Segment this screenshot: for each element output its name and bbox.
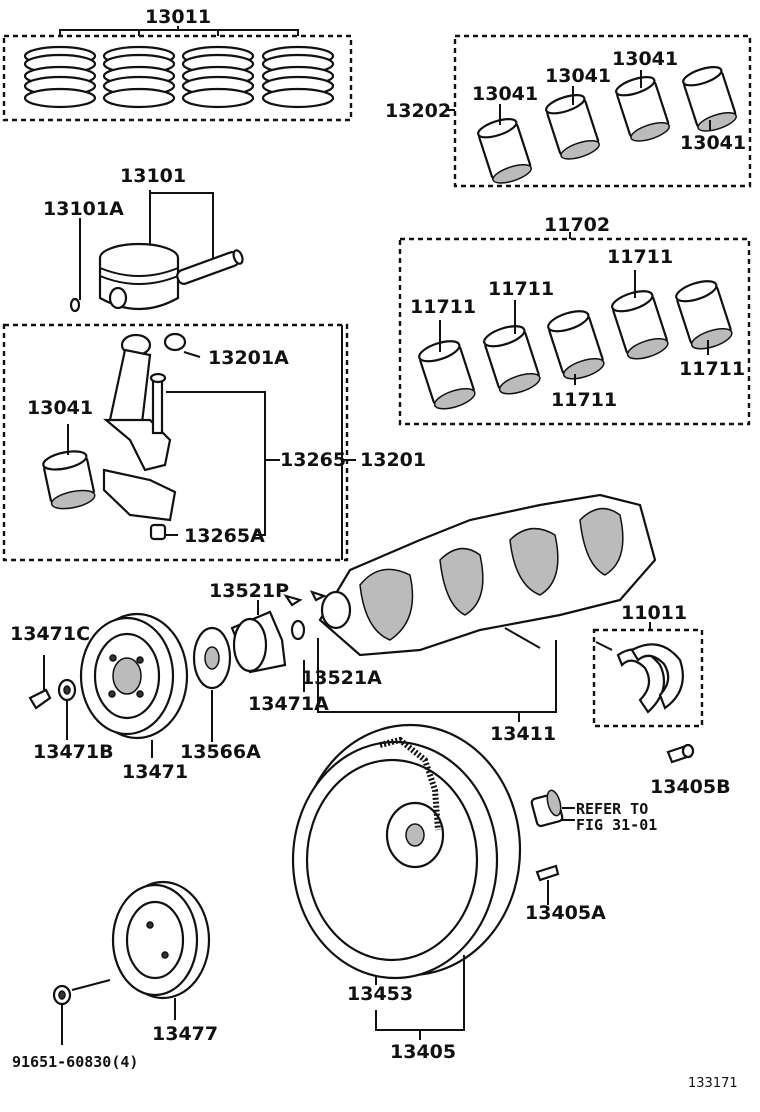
label-13411: 13411 [490, 723, 556, 745]
leaders-flywheel [375, 955, 465, 1040]
label-13201: 13201 [360, 449, 426, 471]
figure-number: 133171 [688, 1076, 738, 1091]
leaders-crankshaft [317, 627, 557, 722]
label-11711-b: 11711 [488, 278, 554, 300]
label-91651: 91651-60830(4) [12, 1053, 138, 1071]
label-13201a: 13201A [208, 347, 289, 369]
thrust-washer-drawing [616, 643, 684, 714]
main-bearing-group-box [398, 237, 751, 426]
leaders-pulley [43, 655, 153, 758]
crankshaft-drawing [283, 493, 657, 657]
piston-drawing [69, 242, 244, 313]
label-13041-a: 13041 [472, 83, 538, 105]
piston-ring-set-drawing [23, 45, 335, 109]
label-11711-c: 11711 [410, 296, 476, 318]
leader-13011 [59, 26, 299, 36]
label-13471a: 13471A [248, 693, 329, 715]
leader-11011 [595, 622, 651, 651]
label-13471b: 13471B [33, 741, 114, 763]
label-13011: 13011 [145, 6, 211, 28]
label-11711-a: 11711 [607, 246, 673, 268]
main-bearings-drawing [418, 280, 733, 410]
flywheel-drawing [291, 723, 522, 980]
label-13101a: 13101A [43, 198, 124, 220]
label-13265: 13265 [280, 449, 346, 471]
crank-pulley-drawing [28, 612, 189, 740]
timing-gear-drawing [192, 610, 287, 690]
small-parts-right [530, 743, 695, 882]
label-13405b: 13405B [650, 776, 731, 798]
leaders-gear [211, 600, 305, 742]
label-13041-c: 13041 [612, 48, 678, 70]
label-11711-d: 11711 [551, 389, 617, 411]
label-fig-31-01: FIG 31-01 [576, 816, 657, 834]
label-13405a: 13405A [525, 902, 606, 924]
label-13405: 13405 [390, 1041, 456, 1063]
label-13521a: 13521A [301, 667, 382, 689]
leaders-conrod [67, 325, 356, 560]
label-13471c: 13471C [10, 623, 90, 645]
leaders-small-right [547, 807, 575, 905]
label-11702: 11702 [544, 214, 610, 236]
label-13566a: 13566A [180, 741, 261, 763]
label-13453: 13453 [347, 983, 413, 1005]
label-11011: 11011 [621, 602, 687, 624]
label-13521p: 13521P [209, 580, 289, 602]
connecting-rod-drawing [42, 332, 187, 541]
label-13477: 13477 [152, 1023, 218, 1045]
pulley-13477-drawing [52, 880, 211, 1006]
label-13041-lower: 13041 [27, 397, 93, 419]
label-13041-b: 13041 [545, 65, 611, 87]
leaders-piston [79, 190, 214, 300]
conrod-bearings-drawing [477, 66, 738, 184]
conrod-group-box [2, 323, 349, 562]
label-13471: 13471 [122, 761, 188, 783]
leaders-13477 [61, 979, 176, 1045]
leaders-main-bearings [439, 232, 709, 385]
thrust-washer-group-box [592, 628, 704, 728]
piston-ring-group-box [2, 34, 353, 122]
leaders-conrod-bearings [445, 70, 711, 130]
label-13202: 13202 [385, 100, 451, 122]
label-refer-to: REFER TO [576, 800, 648, 818]
label-13265a: 13265A [184, 525, 265, 547]
label-13101: 13101 [120, 165, 186, 187]
label-13041-d: 13041 [680, 132, 746, 154]
label-11711-e: 11711 [679, 358, 745, 380]
